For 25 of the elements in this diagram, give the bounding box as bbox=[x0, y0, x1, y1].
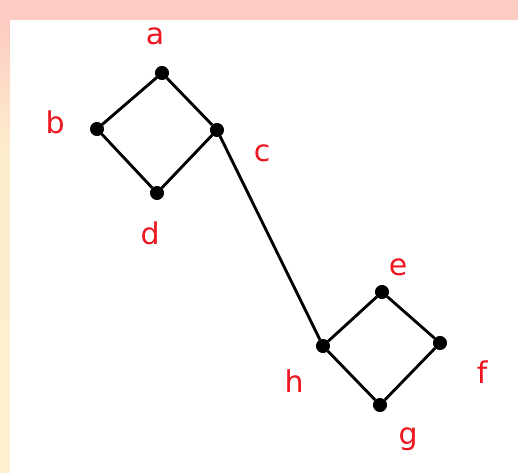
vertex-label: a bbox=[146, 20, 164, 50]
edge-line bbox=[101, 76, 158, 126]
vertex-dot bbox=[433, 336, 447, 350]
vertex-dot bbox=[210, 123, 224, 137]
edge-line bbox=[218, 136, 322, 340]
edge-line bbox=[166, 77, 214, 126]
edge-line bbox=[386, 296, 436, 340]
edge-line bbox=[326, 350, 376, 401]
vertex-label: b bbox=[45, 109, 65, 139]
vertex-dot bbox=[150, 186, 164, 200]
vertex-label: g bbox=[398, 420, 418, 450]
vertex-dot bbox=[90, 122, 104, 136]
vertex-dot bbox=[373, 398, 387, 412]
vertex-label: d bbox=[140, 220, 160, 250]
vertex-dot bbox=[155, 66, 169, 80]
vertex-dot bbox=[375, 285, 389, 299]
edge-line bbox=[327, 296, 378, 342]
vertex-dot bbox=[316, 339, 330, 353]
vertex-label: c bbox=[254, 137, 270, 167]
vertex-label: e bbox=[388, 251, 408, 281]
vertex-label: f bbox=[476, 359, 488, 389]
vertex-label: h bbox=[284, 368, 304, 398]
edge-line bbox=[160, 134, 214, 189]
edge-line bbox=[384, 346, 436, 402]
edge-line bbox=[100, 133, 154, 189]
